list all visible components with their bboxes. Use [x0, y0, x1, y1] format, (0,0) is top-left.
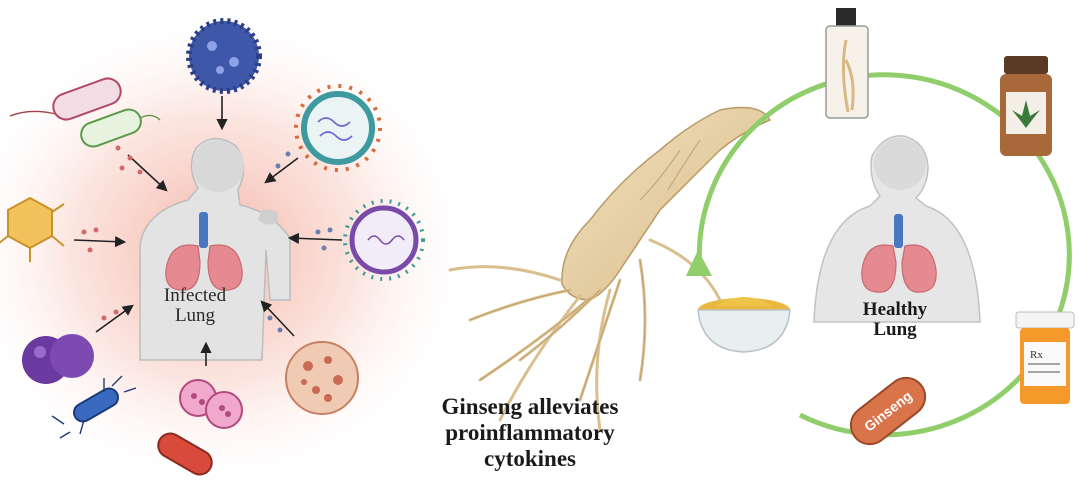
pink-cocci-icon	[179, 379, 243, 429]
capsule-icon: Ginseng	[849, 376, 927, 446]
infected-lung-label: Infected Lung	[163, 285, 227, 326]
bacteria-icon	[9, 77, 161, 148]
spore-icon	[285, 341, 359, 415]
healthy-lung-label: Healthy Lung	[862, 299, 928, 340]
red-rod-bacterium-icon	[157, 432, 213, 476]
supplement-jar-icon	[1000, 56, 1052, 156]
ginseng-caption: Ginseng alleviates proinflammatory cytok…	[441, 394, 619, 471]
pill-bottle-icon: Rx	[1015, 311, 1075, 404]
ginseng-root-icon	[448, 106, 772, 432]
infected-lungs-icon	[165, 212, 243, 291]
powder-bowl-icon	[697, 297, 791, 353]
coronavirus-icon	[294, 84, 382, 172]
cycle-arrowhead	[686, 250, 712, 276]
liquor-bottle-icon	[825, 8, 869, 119]
rx-symbol: Rx	[1030, 349, 1043, 361]
healthy-lungs-icon	[861, 214, 937, 293]
virus-icon	[186, 18, 262, 94]
diplococcus-icon	[22, 334, 94, 384]
flagellated-bacterium-icon	[51, 375, 137, 439]
bacteriophage-icon	[0, 196, 65, 262]
enveloped-virus-icon	[343, 199, 425, 281]
